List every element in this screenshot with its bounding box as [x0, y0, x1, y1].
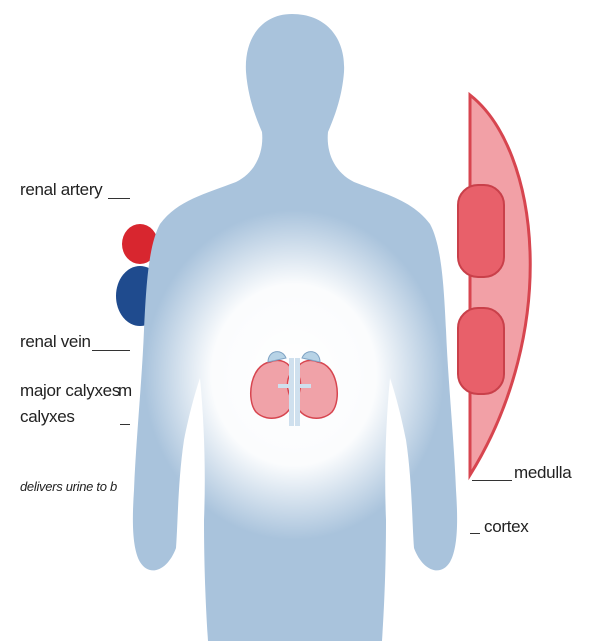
renal-vein-label: renal vein	[20, 332, 91, 351]
minor-calyxes-fragment: m	[118, 381, 132, 400]
left-kidney	[249, 359, 293, 419]
right-adrenal	[301, 351, 321, 363]
major-calyxes-label: major calyxes	[20, 381, 121, 400]
calyxes-leader	[120, 424, 130, 425]
left-renal-vessel	[278, 384, 292, 388]
right-renal-vessel	[297, 384, 311, 388]
aorta	[289, 358, 294, 426]
cortex-leader	[470, 533, 480, 534]
left-adrenal	[267, 351, 287, 363]
renal-artery-vessel	[122, 224, 158, 264]
vena-cava	[295, 358, 300, 426]
right-kidney	[295, 359, 339, 419]
medulla-label: medulla	[514, 463, 572, 482]
calyxes-label: calyxes	[20, 407, 75, 426]
renal-artery-label: renal artery	[20, 180, 103, 199]
medulla-leader	[472, 480, 512, 481]
renal-vein-leader	[92, 350, 130, 351]
cortex-label: cortex	[484, 517, 529, 536]
renal-artery-leader	[108, 198, 130, 199]
medulla-pyramid-lower	[457, 307, 505, 395]
medulla-pyramid-upper	[457, 184, 505, 278]
ureter-caption: delivers urine to b	[20, 479, 117, 494]
